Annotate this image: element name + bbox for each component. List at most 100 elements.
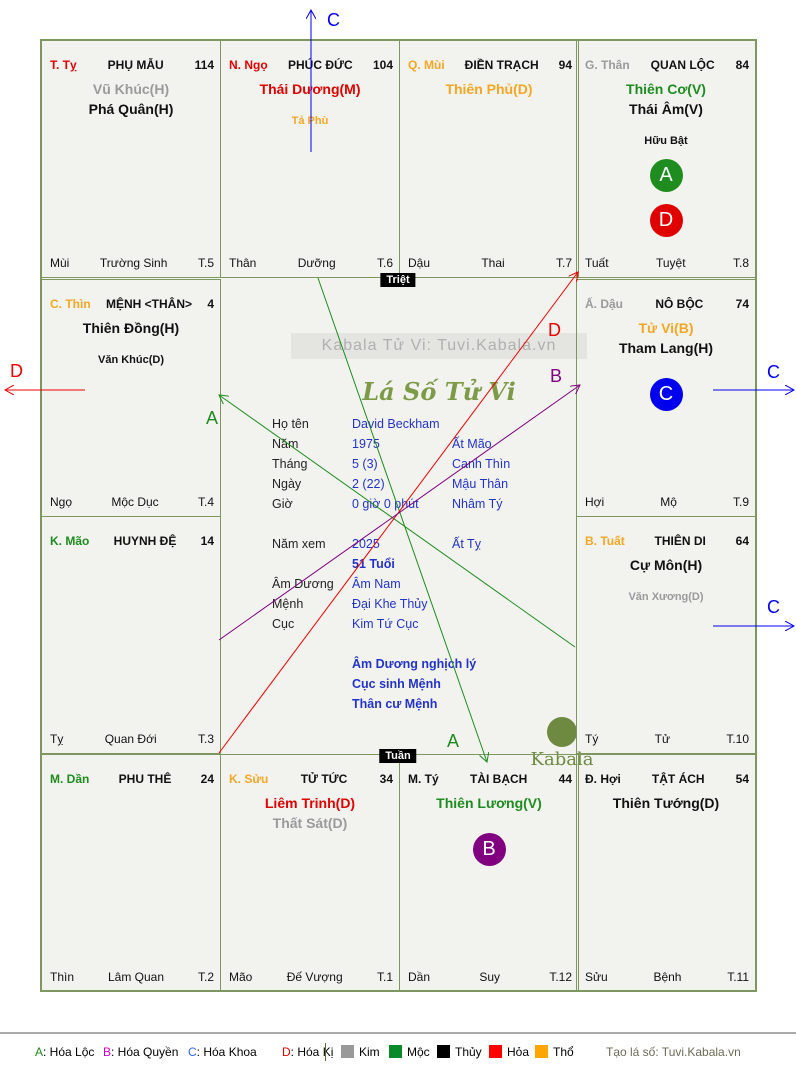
- info-label: Năm: [272, 437, 299, 451]
- legend-element: Thổ: [535, 1045, 574, 1059]
- major-star: Tử Vi(B): [638, 320, 694, 336]
- palace-name: ĐIỀN TRẠCH: [464, 58, 539, 72]
- palace-can-chi: M. Dần: [50, 772, 90, 786]
- palace-truong-sinh: Tử: [654, 732, 671, 746]
- hoa-badges: C: [577, 378, 755, 411]
- legend-divider: [325, 1043, 326, 1061]
- arrow-label-c-right-2: C: [767, 597, 780, 617]
- legend-element: Thủy: [437, 1045, 482, 1059]
- palace-branch: Mão: [229, 970, 253, 984]
- palace-name: PHỤ MẪU: [107, 58, 164, 72]
- palace-stars: Thiên Lương(V) B: [400, 793, 578, 866]
- palace-stars: Thiên Phủ(D): [400, 79, 578, 99]
- legend-element: Mộc: [389, 1045, 430, 1059]
- hoa-arrows-overlay: [0, 0, 796, 1030]
- legend-credit[interactable]: Tạo lá số: Tuvi.Kabala.vn: [606, 1045, 741, 1059]
- palace-can-chi: Q. Mùi: [408, 58, 445, 72]
- palace-stars: Cự Môn(H)Văn Xương(D): [577, 555, 755, 603]
- palace-stars: Thiên Tướng(D): [577, 793, 755, 813]
- palace-dai-han: 104: [372, 58, 393, 72]
- info-value: Âm Nam: [352, 577, 401, 591]
- major-star: Vũ Khúc(H): [92, 81, 170, 97]
- hoa-badge-d: D: [649, 204, 683, 237]
- palace-month: T.10: [726, 732, 749, 746]
- palace-branch: Dần: [408, 970, 431, 984]
- info-label: Âm Dương: [272, 577, 334, 591]
- info-value: Thân cư Mệnh: [352, 697, 438, 711]
- tu-vi-chart-board: Kabala Tử Vi: Tuvi.Kabala.vn Lá Số Tử Vi…: [40, 39, 757, 992]
- hoa-badge-b: B: [472, 833, 506, 866]
- legend-hoa-d: D: Hóa Kị: [282, 1045, 333, 1059]
- palace-dai-han: 54: [735, 772, 749, 786]
- info-can-chi: Ất Tỵ: [452, 537, 481, 551]
- loc-arrow-2: [317, 277, 487, 762]
- palace-name: TẬT ÁCH: [651, 772, 705, 786]
- info-label: Giờ: [272, 497, 293, 511]
- palace-month: T.3: [197, 732, 214, 746]
- major-star: Tham Lang(H): [618, 340, 714, 356]
- major-star: Liêm Trinh(D): [264, 795, 356, 811]
- palace-branch: Tuất: [585, 256, 609, 270]
- palace-dai-han: 34: [379, 772, 393, 786]
- palace-dai-han: 64: [735, 534, 749, 548]
- hoa-badge-a: A: [649, 159, 683, 192]
- major-star: Thiên Lương(V): [436, 795, 542, 811]
- element-swatch: [389, 1045, 402, 1058]
- legend-element-text: Kim: [359, 1045, 380, 1059]
- major-star: Thái Dương(M): [259, 81, 361, 97]
- minor-star: Hữu Bật: [644, 135, 688, 147]
- legend-hoa-text: : Hóa Lộc: [43, 1045, 95, 1059]
- palace-name: PHU THÊ: [118, 772, 172, 786]
- hoa-badges: B: [400, 833, 578, 866]
- info-value: Cục sinh Mệnh: [352, 677, 441, 691]
- arrow-label-d-left: D: [10, 361, 23, 381]
- palace-month: T.9: [732, 495, 749, 509]
- info-label: Mệnh: [272, 597, 304, 611]
- info-value: Âm Dương nghịch lý: [352, 657, 477, 671]
- info-label: Tháng: [272, 457, 308, 471]
- palace-name: MỆNH <THÂN>: [105, 297, 192, 311]
- legend-element-text: Thủy: [455, 1045, 482, 1059]
- palace-truong-sinh: Thai: [481, 256, 505, 270]
- minor-star: Văn Khúc(D): [98, 354, 164, 366]
- palace-truong-sinh: Quan Đới: [104, 732, 157, 746]
- element-swatch: [437, 1045, 450, 1058]
- arrow-label-a-1: A: [206, 408, 219, 428]
- arrow-label-c-top: C: [327, 10, 340, 30]
- major-star: Thiên Tướng(D): [612, 795, 720, 811]
- info-value: Kim Tứ Cục: [352, 617, 419, 631]
- info-value: Đại Khe Thủy: [352, 597, 428, 611]
- info-value: 5 (3): [352, 457, 378, 471]
- tuan-tag: Tuần: [379, 749, 417, 763]
- info-can-chi: Canh Thìn: [452, 457, 511, 471]
- info-value: 2 (22): [352, 477, 385, 491]
- palace-dai-han: 44: [558, 772, 572, 786]
- palace-dai-han: 24: [200, 772, 214, 786]
- info-can-chi: Nhâm Tý: [452, 497, 503, 511]
- legend-hoa-key: D: [282, 1045, 291, 1059]
- palace-can-chi: C. Thìn: [50, 297, 91, 311]
- palace-can-chi: K. Sửu: [229, 772, 269, 786]
- tree-icon: [547, 717, 577, 747]
- element-swatch: [341, 1045, 354, 1058]
- arrow-label-b: B: [550, 366, 563, 386]
- info-label: Năm xem: [272, 537, 326, 551]
- palace-name: THIÊN DI: [654, 534, 706, 548]
